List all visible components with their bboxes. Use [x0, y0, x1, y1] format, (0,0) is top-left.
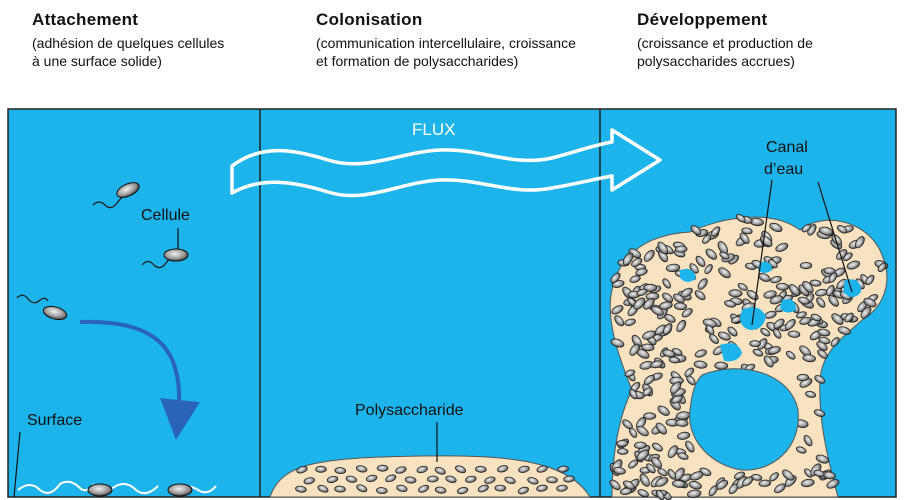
cell [495, 485, 506, 491]
cell [675, 246, 687, 253]
cell [715, 362, 728, 370]
polysaccharide-label: Polysaccharide [355, 402, 464, 419]
cell [797, 374, 809, 381]
cell [800, 262, 812, 269]
cellule-label: Cellule [141, 207, 190, 224]
cell [377, 465, 388, 471]
cell [164, 249, 188, 261]
cell [334, 486, 345, 493]
cell [376, 487, 387, 494]
cell [634, 442, 646, 449]
cell [88, 484, 112, 496]
cell [616, 440, 628, 447]
cell [475, 466, 486, 473]
cell [427, 476, 438, 483]
cell [316, 466, 327, 472]
flux-label: FLUX [412, 120, 455, 139]
cell [750, 341, 761, 347]
surface-label: Surface [27, 412, 82, 429]
cell [168, 484, 192, 496]
cell [617, 449, 628, 455]
cell [335, 467, 346, 474]
canal-label-line2: d’eau [764, 161, 803, 178]
cell [546, 477, 557, 484]
canal-label: Canal [766, 139, 808, 156]
cell [729, 289, 742, 297]
